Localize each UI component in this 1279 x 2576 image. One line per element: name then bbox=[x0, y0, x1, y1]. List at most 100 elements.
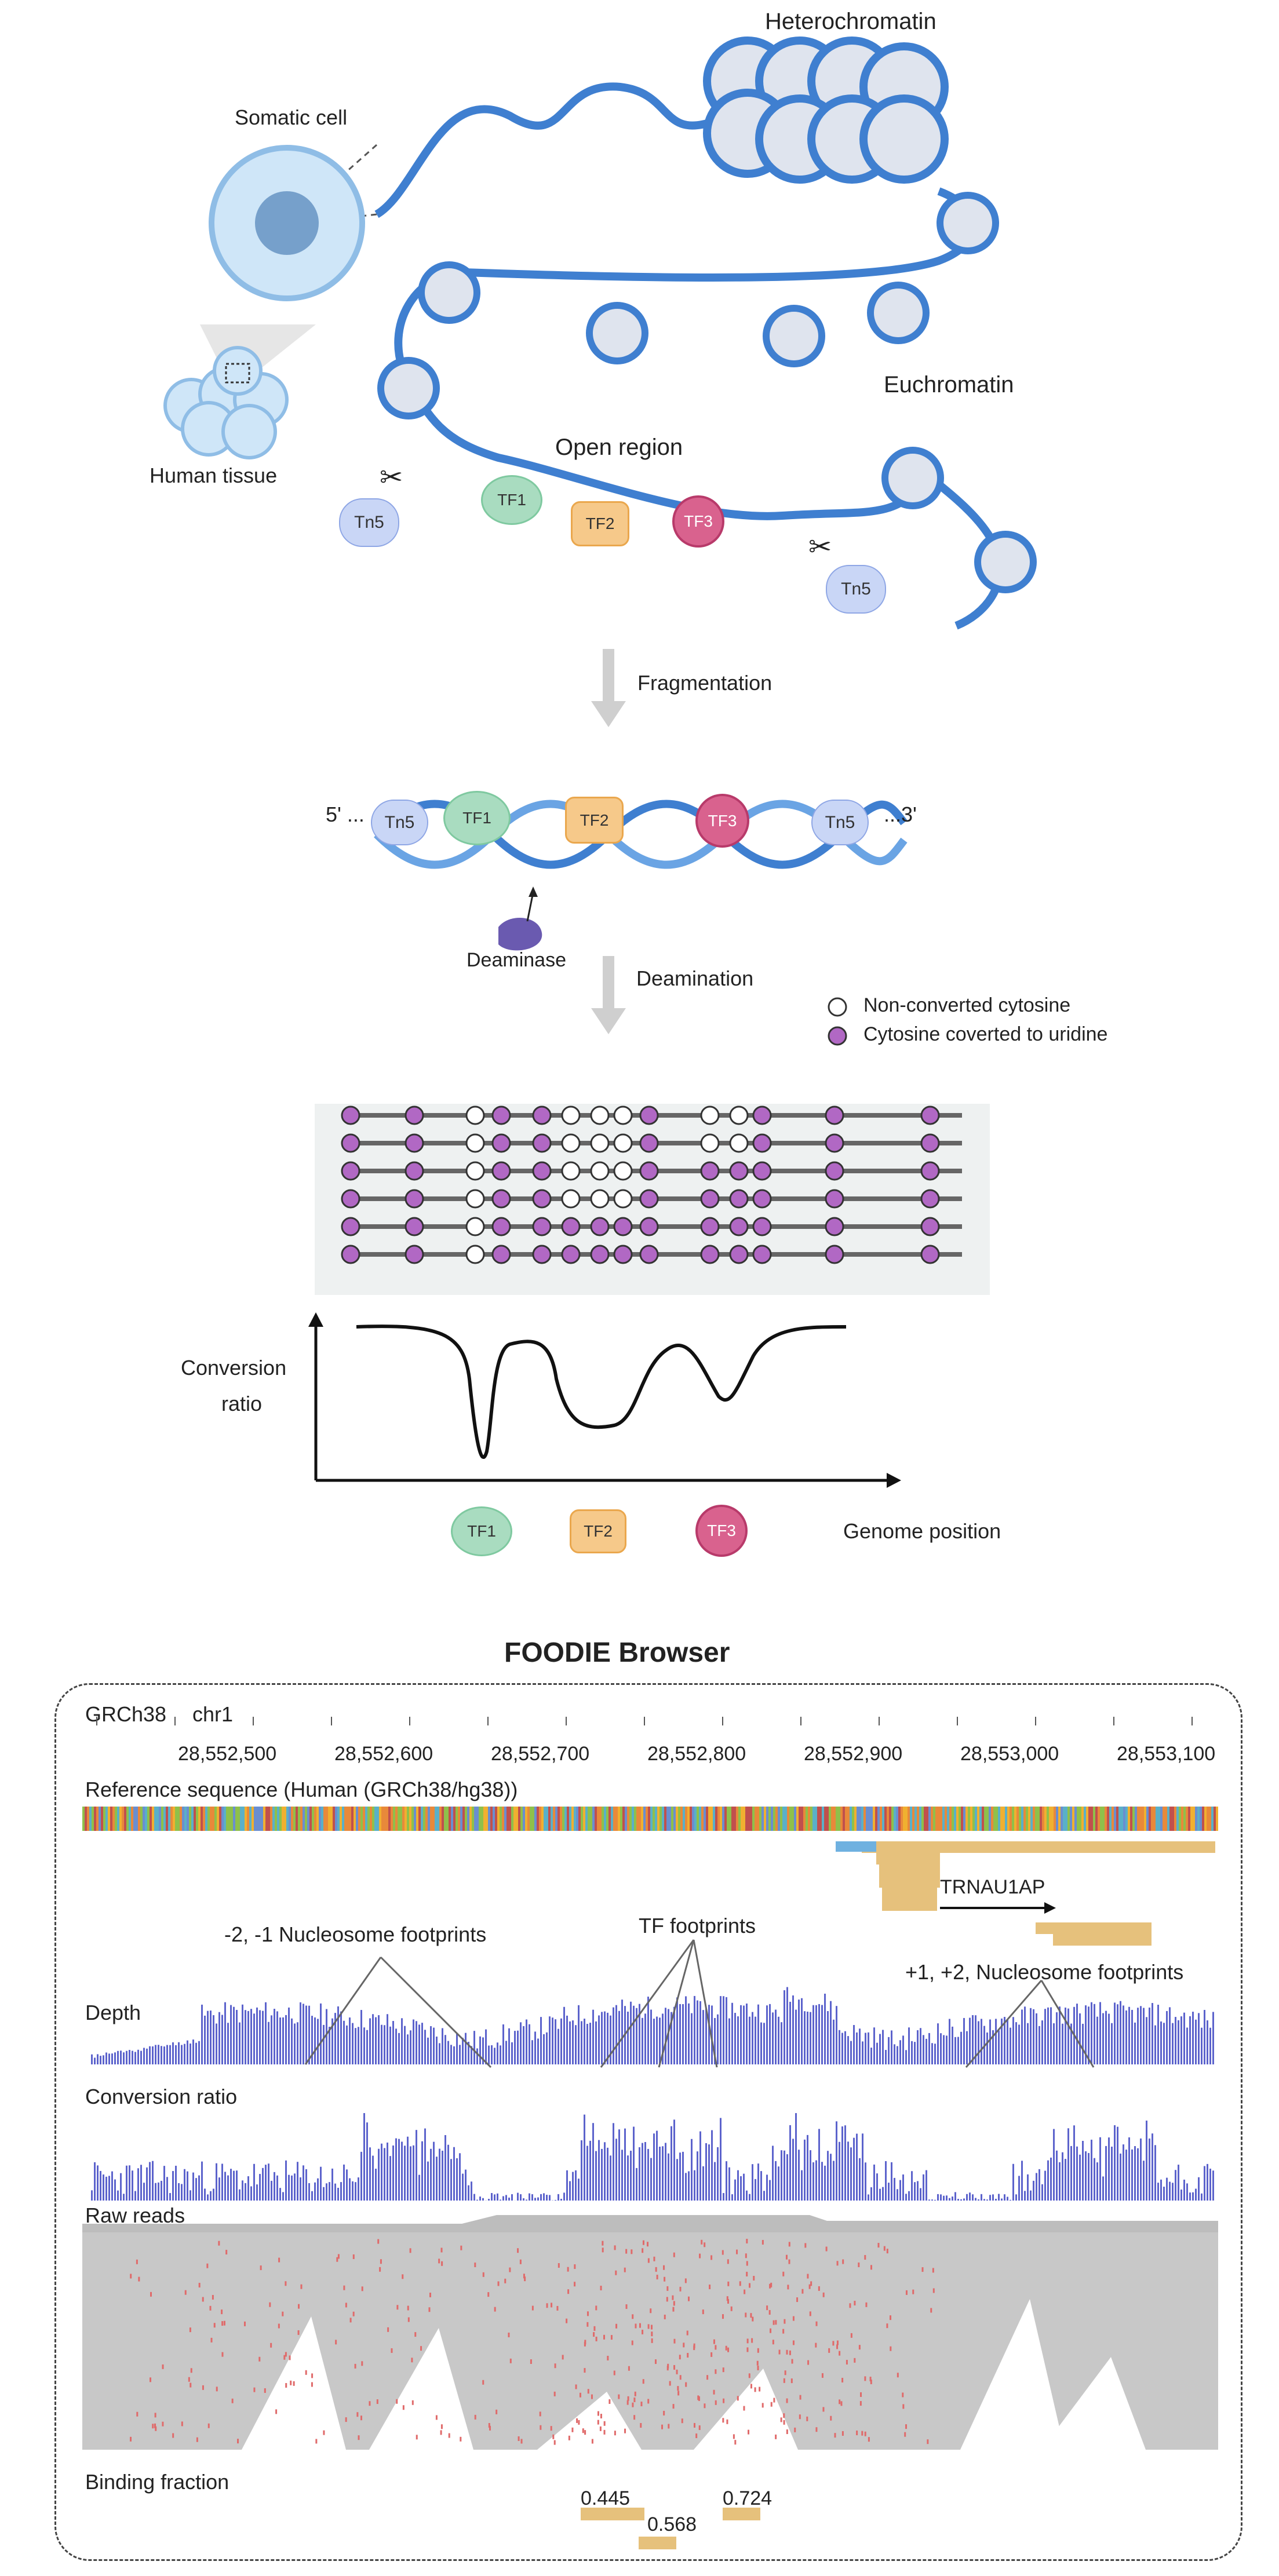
conversion-bar bbox=[1015, 2194, 1017, 2201]
conversion-bar bbox=[1204, 2166, 1205, 2201]
depth-bar bbox=[375, 2017, 377, 2064]
depth-bar bbox=[914, 2042, 916, 2064]
reference-base bbox=[766, 1807, 768, 1831]
non-converted-cytosine bbox=[700, 1105, 720, 1125]
mismatch-mark bbox=[663, 2410, 665, 2416]
mismatch-mark bbox=[566, 2318, 568, 2323]
depth-bar bbox=[1105, 2011, 1107, 2064]
mismatch-mark bbox=[651, 2338, 653, 2343]
conversion-bar bbox=[763, 2191, 765, 2201]
depth-bar bbox=[821, 2005, 823, 2064]
mismatch-mark bbox=[683, 2343, 685, 2348]
depth-bar bbox=[245, 2010, 246, 2064]
conversion-bar bbox=[963, 2198, 965, 2201]
depth-bar bbox=[763, 2023, 765, 2064]
reference-base bbox=[115, 1807, 117, 1831]
conversion-bar bbox=[543, 2193, 545, 2201]
depth-bar bbox=[1117, 2004, 1118, 2064]
reference-base bbox=[1144, 1807, 1146, 1831]
conversion-bar bbox=[224, 2172, 226, 2201]
mismatch-mark bbox=[772, 2320, 775, 2325]
mismatch-mark bbox=[815, 2321, 818, 2326]
binding-value-3: 0.724 bbox=[723, 2487, 772, 2509]
conversion-bar bbox=[253, 2163, 255, 2201]
mismatch-mark bbox=[669, 2381, 671, 2386]
reference-base bbox=[1193, 1807, 1195, 1831]
depth-bar bbox=[137, 2049, 139, 2064]
reference-base bbox=[618, 1807, 620, 1831]
depth-bar bbox=[905, 2050, 907, 2064]
converted-cytosine bbox=[405, 1133, 424, 1153]
conversion-bar bbox=[946, 2195, 948, 2201]
reference-base bbox=[520, 1807, 523, 1831]
depth-bar bbox=[659, 2017, 661, 2064]
depth-bar bbox=[511, 2042, 513, 2064]
depth-bar bbox=[462, 2038, 464, 2064]
reference-base bbox=[952, 1807, 954, 1831]
reference-base bbox=[908, 1807, 910, 1831]
reference-base bbox=[1183, 1807, 1186, 1831]
conversion-bar bbox=[416, 2130, 417, 2201]
depth-bar bbox=[586, 2024, 588, 2064]
conversion-bar bbox=[340, 2182, 342, 2201]
conversion-bar bbox=[723, 2193, 724, 2201]
legend-non-converted-label: Non-converted cytosine bbox=[863, 994, 1071, 1016]
reference-base bbox=[1095, 1807, 1098, 1831]
mismatch-mark bbox=[744, 2289, 746, 2294]
converted-cytosine bbox=[700, 1217, 720, 1236]
conversion-bar bbox=[105, 2176, 107, 2201]
conversion-bar bbox=[192, 2172, 194, 2201]
reference-base bbox=[1118, 1807, 1121, 1831]
reference-base bbox=[92, 1807, 94, 1831]
mismatch-mark bbox=[761, 2403, 764, 2408]
conversion-bar bbox=[1207, 2163, 1208, 2201]
position-tick-label: 28,552,500 bbox=[178, 1743, 277, 1765]
reference-base bbox=[221, 1807, 224, 1831]
reference-base bbox=[416, 1807, 418, 1831]
conversion-bar bbox=[155, 2183, 156, 2201]
conversion-bar bbox=[476, 2199, 478, 2201]
conversion-bar bbox=[529, 2193, 530, 2201]
reference-base bbox=[989, 1807, 991, 1831]
conversion-bar bbox=[276, 2175, 278, 2201]
depth-bar bbox=[360, 2010, 362, 2064]
depth-bar bbox=[479, 2036, 481, 2064]
depth-bar bbox=[1152, 2003, 1153, 2064]
converted-cytosine bbox=[639, 1189, 659, 1209]
depth-bar bbox=[792, 1995, 794, 2064]
conversion-bar bbox=[161, 2180, 162, 2201]
depth-bar bbox=[1114, 2002, 1116, 2064]
reference-base bbox=[912, 1807, 914, 1831]
mismatch-mark bbox=[576, 2418, 578, 2423]
conversion-bar bbox=[250, 2186, 252, 2201]
reference-base bbox=[863, 1807, 866, 1831]
mismatch-mark bbox=[704, 2242, 706, 2247]
depth-bar bbox=[720, 1996, 722, 2064]
scissors-icon: ✂ bbox=[808, 531, 832, 563]
reference-base bbox=[256, 1807, 258, 1831]
mismatch-mark bbox=[647, 2242, 649, 2247]
reference-base bbox=[578, 1807, 581, 1831]
reference-base bbox=[117, 1807, 119, 1831]
mismatch-mark bbox=[608, 2399, 611, 2404]
reference-base bbox=[1023, 1807, 1026, 1831]
conversion-bar bbox=[123, 2194, 125, 2201]
depth-bar bbox=[213, 2015, 214, 2064]
depth-bar bbox=[557, 2028, 559, 2064]
depth-bar bbox=[534, 2031, 536, 2064]
reference-base bbox=[629, 1807, 632, 1831]
reference-base bbox=[453, 1807, 456, 1831]
reference-base bbox=[502, 1807, 504, 1831]
depth-bar bbox=[395, 2028, 397, 2064]
depth-bar bbox=[581, 2021, 582, 2064]
reference-base bbox=[465, 1807, 467, 1831]
depth-bar bbox=[734, 2013, 736, 2064]
depth-bar bbox=[569, 2021, 571, 2064]
reference-base bbox=[479, 1807, 481, 1831]
mismatch-mark bbox=[810, 2281, 812, 2286]
reference-base bbox=[335, 1807, 337, 1831]
reference-base bbox=[1202, 1807, 1204, 1831]
depth-bar bbox=[862, 2041, 863, 2064]
reference-base bbox=[831, 1807, 833, 1831]
reference-base bbox=[272, 1807, 275, 1831]
